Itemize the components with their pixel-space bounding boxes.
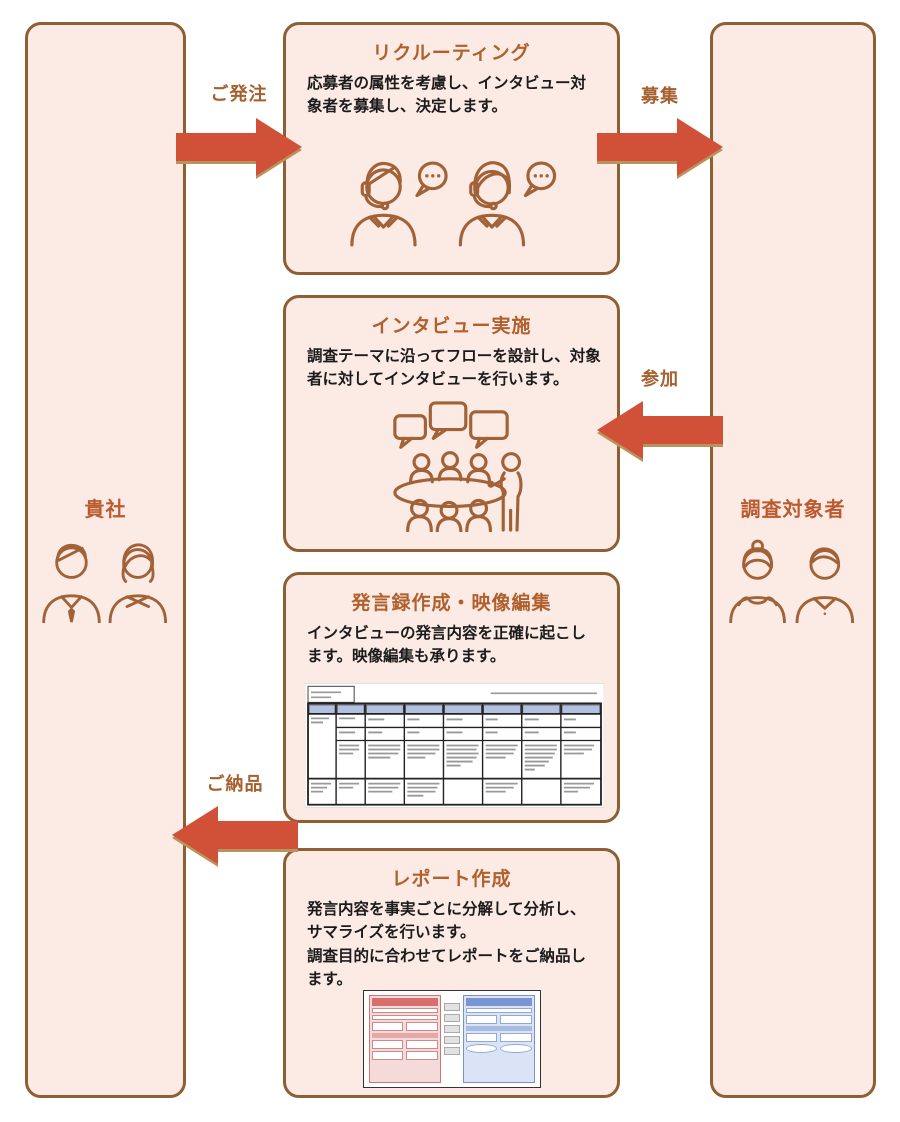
step-body: インタビューの発言内容を正確に起こします。映像編集も承ります。 bbox=[307, 625, 587, 666]
respondents-people-icon bbox=[729, 539, 855, 623]
step-body: 発言内容を事実ごとに分解して分析し、サマライズを行います。 調査目的に合わせてレ… bbox=[307, 901, 587, 988]
client-column: 貴社 bbox=[25, 22, 186, 1098]
report-middle-strip bbox=[443, 995, 460, 1083]
step-box-report: レポート作成 発言内容を事実ごとに分解して分析し、サマライズを行います。 調査目… bbox=[283, 848, 620, 1098]
group-discussion-icon bbox=[392, 401, 523, 532]
report-left-panel bbox=[368, 995, 441, 1083]
step-title: リクルーティング bbox=[372, 43, 531, 64]
step-title: インタビュー実施 bbox=[371, 316, 532, 337]
business-people-icon bbox=[41, 543, 167, 623]
recruit-arrow-label: 募集 bbox=[641, 86, 679, 106]
step-box-recruiting: リクルーティング 応募者の属性を考慮し、インタビュー対象者を募集し、決定します。 bbox=[283, 22, 620, 275]
participate-arrow bbox=[597, 401, 723, 462]
transcript-table-image bbox=[305, 683, 604, 808]
order-arrow-label: ご発注 bbox=[210, 84, 268, 104]
delivery-arrow bbox=[172, 806, 298, 867]
participate-arrow-label: 参加 bbox=[641, 369, 679, 389]
respondents-column: 調査対象者 bbox=[710, 22, 876, 1098]
step-box-transcript: 発言録作成・映像編集 インタビューの発言内容を正確に起こします。映像編集も承りま… bbox=[283, 572, 620, 823]
step-body: 応募者の属性を考慮し、インタビュー対象者を募集し、決定します。 bbox=[307, 75, 587, 116]
delivery-arrow-label: ご納品 bbox=[206, 774, 264, 794]
order-arrow bbox=[176, 118, 302, 179]
step-title: レポート作成 bbox=[391, 869, 512, 890]
call-center-operators-icon bbox=[349, 161, 556, 247]
report-diagram-image bbox=[362, 990, 541, 1088]
step-title: 発言録作成・映像編集 bbox=[351, 593, 552, 614]
recruit-arrow bbox=[597, 118, 723, 179]
respondents-label: 調査対象者 bbox=[740, 499, 846, 521]
report-right-panel bbox=[462, 995, 535, 1083]
step-body: 調査テーマに沿ってフローを設計し、対象者に対してインタビューを行います。 bbox=[307, 348, 601, 389]
client-label: 貴社 bbox=[84, 499, 127, 521]
step-box-interview: インタビュー実施 調査テーマに沿ってフローを設計し、対象者に対してインタビューを… bbox=[283, 295, 620, 552]
